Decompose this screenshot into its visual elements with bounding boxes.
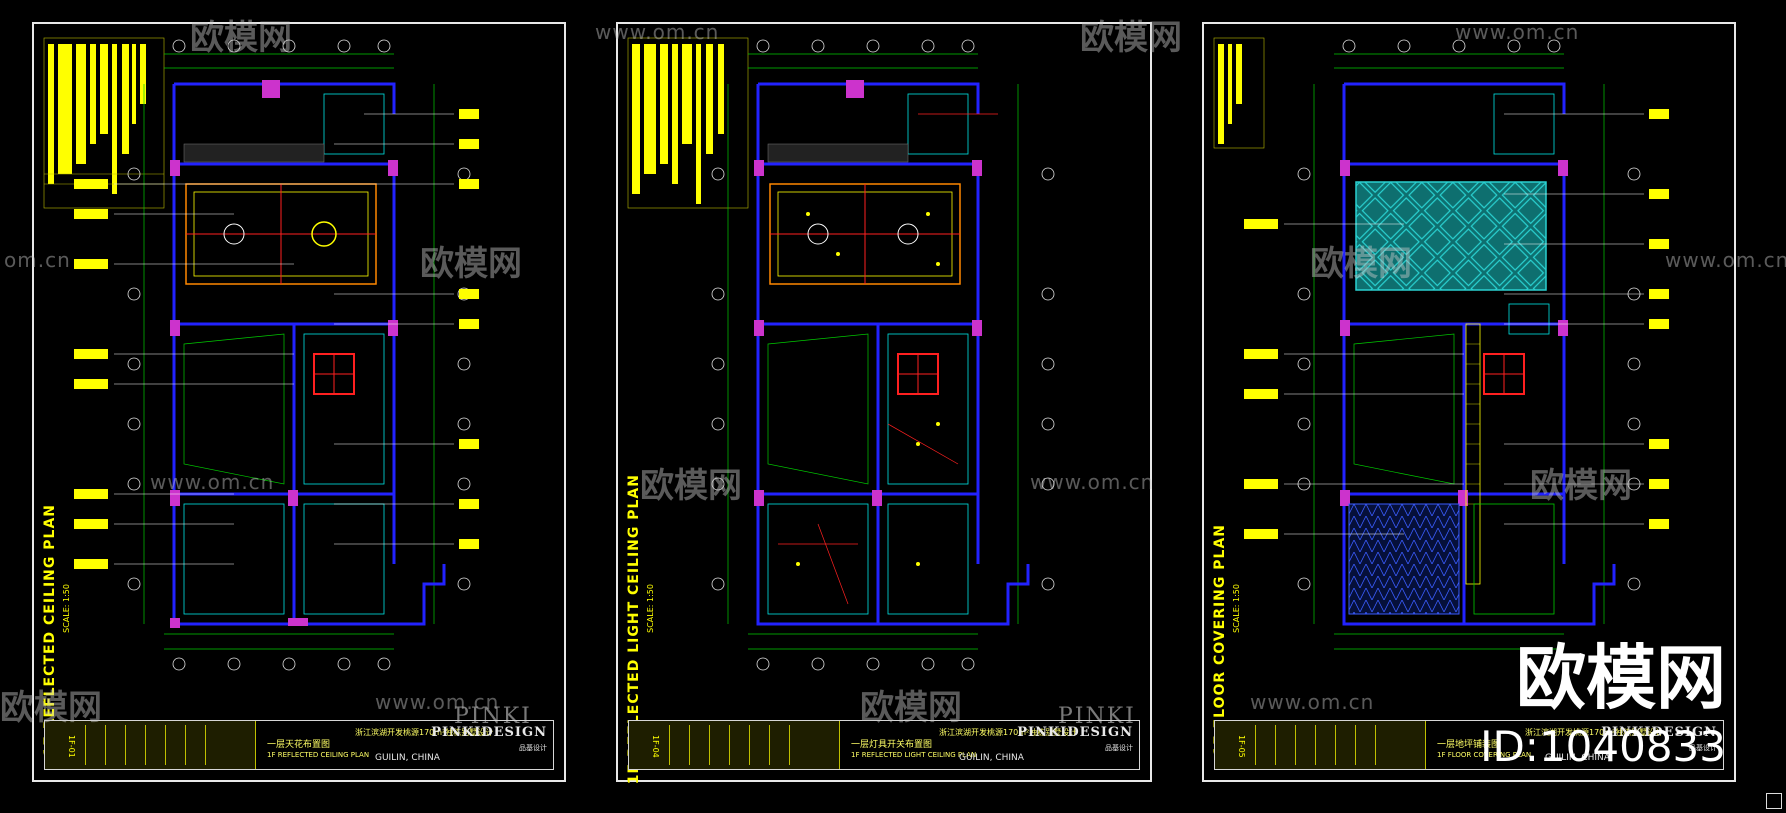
- project-name: 浙江滨湖开发桃源170m²独栋别墅设计: [355, 728, 494, 737]
- sheet-scale: SCALE: 1:50: [62, 584, 71, 633]
- legend-table: [627, 37, 749, 209]
- drawing-name-en: 1F REFLECTED CEILING PLAN: [267, 751, 370, 759]
- drawing-name-en: 1F FLOOR COVERING PLAN: [1437, 751, 1532, 759]
- brand-name: PINKIDESIGN: [1601, 725, 1717, 740]
- light-ceiling-plan-drawing: [627, 37, 1055, 671]
- herringbone-floor: [1348, 503, 1460, 615]
- drawing-name: 一层地坪铺装图: [1437, 740, 1501, 750]
- sheet-scale: SCALE: 1:50: [1232, 584, 1241, 633]
- watermark-id: ID:1040833: [1480, 722, 1726, 771]
- title-block-cells: [629, 721, 840, 769]
- project-name: 浙江滨湖开发桃源170m²独栋别墅设计: [939, 728, 1078, 737]
- brand-name: PINKIDESIGN: [1017, 725, 1133, 740]
- title-block: 1F-05 一层地坪铺装图 1F FLOOR COVERING PLAN 浙江滨…: [1214, 720, 1724, 770]
- brand-cn: 品基设计: [519, 744, 547, 752]
- title-block: 1F-04 一层灯具开关布置图 1F REFLECTED LIGHT CEILI…: [628, 720, 1140, 770]
- drawing-name: 一层灯具开关布置图: [851, 740, 933, 750]
- pinki-watermark: PINKI: [454, 704, 532, 729]
- title-block: 1F-01 一层天花布置图 1F REFLECTED CEILING PLAN …: [44, 720, 554, 770]
- title-block-cells: [1215, 721, 1426, 769]
- drawing-name-en: 1F REFLECTED LIGHT CEILING PLAN: [851, 751, 977, 759]
- brand-name: PINKIDESIGN: [431, 725, 547, 740]
- floor-covering-plan-drawing: [1213, 37, 1669, 650]
- sheet-code: 1F-01: [67, 735, 76, 758]
- city-label: GUILIN, CHINA: [375, 753, 440, 763]
- brand-cn: 品基设计: [1689, 744, 1717, 752]
- tile-floor-area: [1355, 181, 1547, 291]
- drawing-sheet-2[interactable]: 1F REFLECTED LIGHT CEILING PLAN SCALE: 1…: [616, 22, 1152, 784]
- project-name: 浙江滨湖开发桃源170m²独栋别墅设计: [1525, 728, 1664, 737]
- pinki-watermark: PINKI: [1058, 704, 1136, 729]
- sheet-title: 1F REFLECTED CEILING PLAN: [42, 504, 58, 757]
- ceiling-plan-drawing: [43, 37, 479, 671]
- ucs-corner-icon: [1766, 793, 1782, 809]
- city-label: GUILIN, CHINA: [1545, 753, 1610, 763]
- sheet-code: 1F-05: [1237, 735, 1246, 758]
- legend-table: [1213, 37, 1265, 149]
- brand-cn: 品基设计: [1105, 744, 1133, 752]
- drawing-name: 一层天花布置图: [267, 740, 331, 750]
- sheet-code: 1F-04: [651, 735, 660, 758]
- big-watermark-logo: 欧模网: [1516, 637, 1726, 719]
- drawing-sheet-1[interactable]: 1F REFLECTED CEILING PLAN SCALE: 1:50 PI…: [32, 22, 566, 782]
- sheet-scale: SCALE: 1:50: [646, 584, 655, 633]
- title-block-cells: [45, 721, 256, 769]
- city-label: GUILIN, CHINA: [959, 753, 1024, 763]
- drawing-sheet-3[interactable]: 1F FLOOR COVERING PLAN SCALE: 1:50 1F-05…: [1202, 22, 1736, 782]
